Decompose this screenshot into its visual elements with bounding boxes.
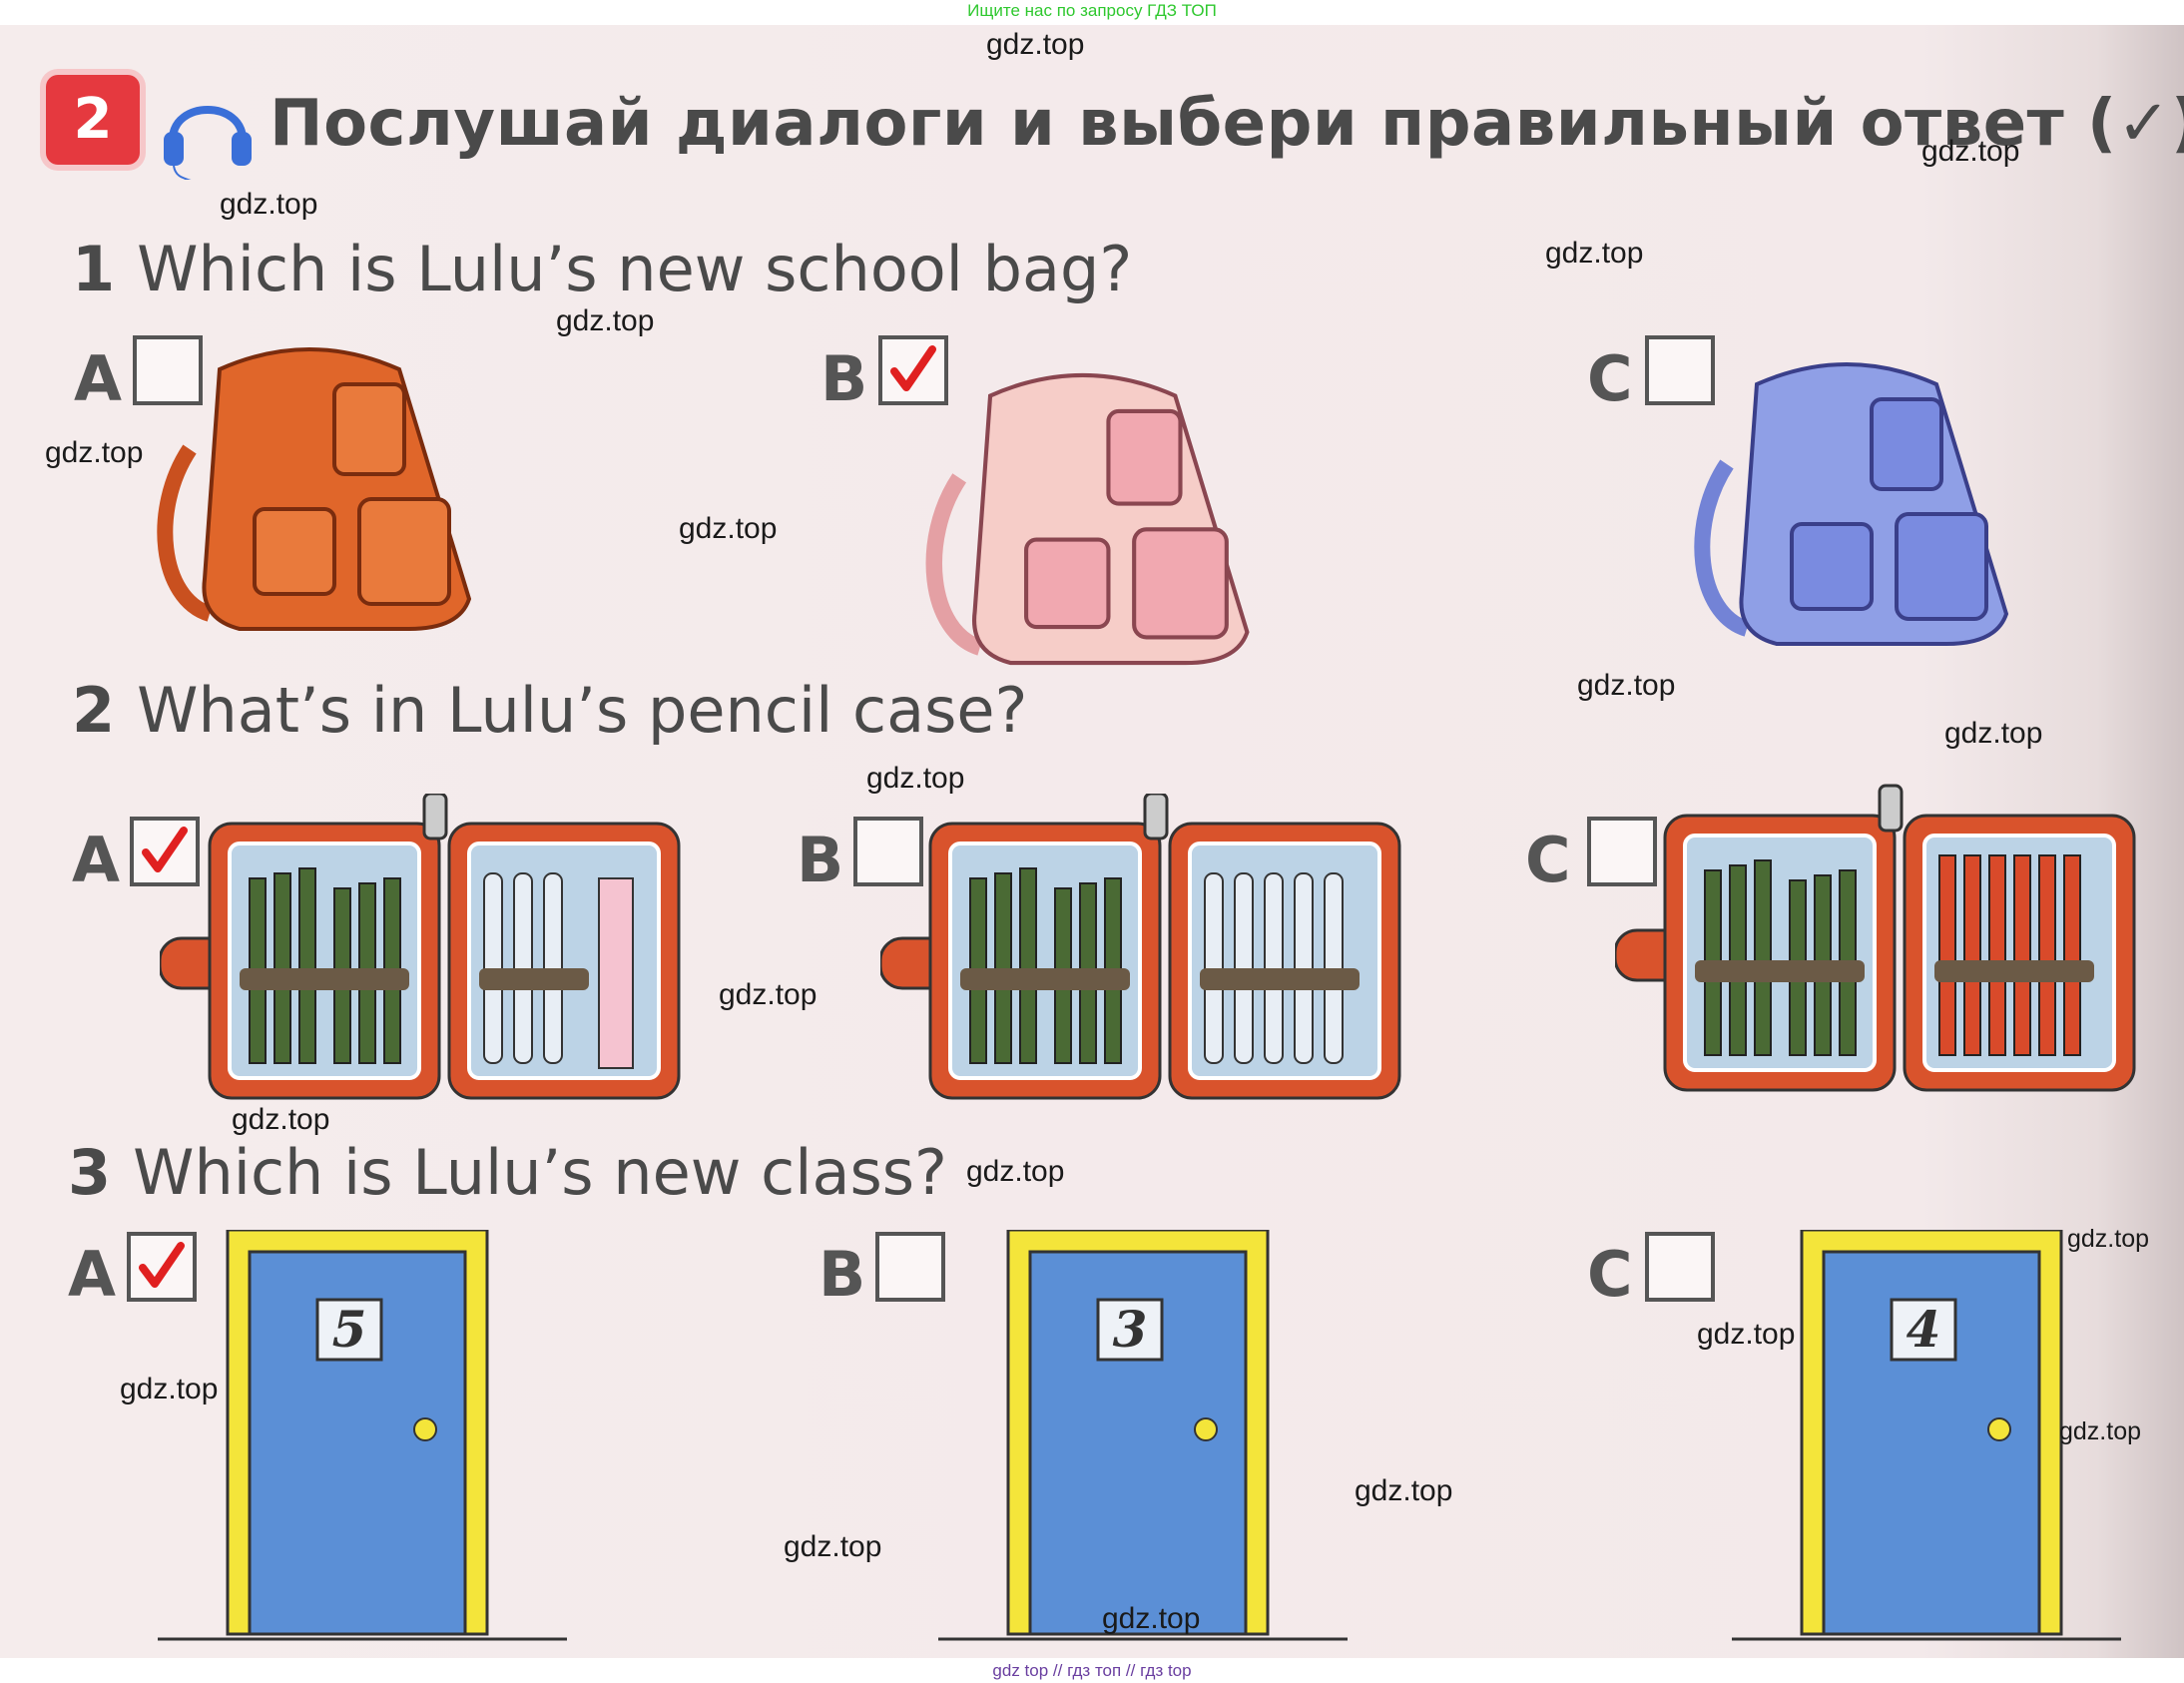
option-letter-2a: A <box>72 824 120 896</box>
door-number: 4 <box>1906 1300 1941 1359</box>
textbook-page: 2 Послушай диалоги и выбери правильный о… <box>0 25 2184 1658</box>
watermark: gdz.top <box>2059 1417 2142 1445</box>
door-5-picture: 5 <box>158 1230 577 1649</box>
question-text: What’s in Lulu’s pencil case? <box>137 674 1028 747</box>
watermark: gdz.top <box>45 436 144 469</box>
checkbox-3a[interactable] <box>127 1232 197 1302</box>
watermark: gdz.top <box>232 1103 330 1136</box>
checkbox-1b[interactable] <box>878 335 948 405</box>
watermark: gdz.top <box>1697 1318 1796 1351</box>
watermark: gdz.top <box>1355 1474 1453 1507</box>
watermark: gdz.top <box>556 304 655 337</box>
option-letter-3c: C <box>1587 1238 1633 1311</box>
door-drawing <box>938 1230 1348 1641</box>
watermark: gdz.top <box>719 978 818 1011</box>
door-number: 5 <box>331 1300 367 1359</box>
checkbox-2a[interactable] <box>130 817 200 886</box>
option-letter-3a: A <box>68 1238 116 1311</box>
watermark: gdz.top <box>1102 1602 1201 1635</box>
door-drawing <box>1732 1230 2121 1641</box>
question-number: 2 <box>72 674 116 747</box>
bottom-banner[interactable]: gdz top // гдз топ // гдз top <box>992 1661 1192 1680</box>
door-4-picture: 4 <box>1732 1230 2151 1649</box>
option-letter-1b: B <box>820 342 868 415</box>
watermark: gdz.top <box>1944 717 2043 750</box>
check-mark-icon <box>142 827 188 872</box>
top-banner[interactable]: Ищите нас по запросу ГДЗ ТОП <box>967 1 1217 20</box>
watermark: gdz.top <box>1577 669 1676 702</box>
option-letter-2c: C <box>1525 824 1571 896</box>
question-3: 3 Which is Lulu’s new class? <box>68 1136 947 1209</box>
question-2: 2 What’s in Lulu’s pencil case? <box>72 674 1027 747</box>
pink-backpack-picture <box>925 372 1250 666</box>
pencil-case-b-picture <box>880 794 1401 1100</box>
check-mark-icon <box>890 345 936 391</box>
question-number: 3 <box>68 1136 112 1209</box>
question-number: 1 <box>72 233 116 305</box>
check-mark-icon <box>139 1242 185 1288</box>
option-letter-2b: B <box>797 824 844 896</box>
question-text: Which is Lulu’s new class? <box>133 1136 947 1209</box>
checkbox-3b[interactable] <box>875 1232 945 1302</box>
watermark: gdz.top <box>120 1373 219 1405</box>
watermark: gdz.top <box>986 28 1085 61</box>
checkbox-1c[interactable] <box>1645 335 1715 405</box>
watermark: gdz.top <box>1921 135 2020 168</box>
door-3-picture: 3 <box>938 1230 1358 1649</box>
question-1: 1 Which is Lulu’s new school bag? <box>72 233 1132 305</box>
option-letter-3b: B <box>819 1238 866 1311</box>
watermark: gdz.top <box>2067 1225 2150 1253</box>
checkbox-2c[interactable] <box>1587 817 1657 886</box>
watermark: gdz.top <box>1545 237 1644 270</box>
watermark: gdz.top <box>679 512 778 545</box>
door-drawing <box>158 1230 567 1641</box>
exercise-number-badge: 2 <box>46 75 140 165</box>
watermark: gdz.top <box>784 1530 882 1563</box>
checkbox-3c[interactable] <box>1645 1232 1715 1302</box>
door-number: 3 <box>1112 1300 1148 1359</box>
watermark: gdz.top <box>866 762 965 795</box>
pencil-case-a-picture <box>160 794 681 1100</box>
headphones-icon <box>164 106 252 180</box>
option-letter-1a: A <box>74 342 122 415</box>
blue-backpack-picture <box>1694 362 2009 646</box>
exercise-title: Послушай диалоги и выбери правильный отв… <box>270 87 2184 161</box>
checkbox-2b[interactable] <box>853 817 923 886</box>
option-letter-1c: C <box>1587 342 1633 415</box>
watermark: gdz.top <box>220 188 318 221</box>
pencil-case-c-picture <box>1615 784 2136 1092</box>
orange-backpack-picture <box>157 347 472 631</box>
watermark: gdz.top <box>966 1155 1065 1188</box>
checkbox-1a[interactable] <box>133 335 203 405</box>
question-text: Which is Lulu’s new school bag? <box>137 233 1133 305</box>
